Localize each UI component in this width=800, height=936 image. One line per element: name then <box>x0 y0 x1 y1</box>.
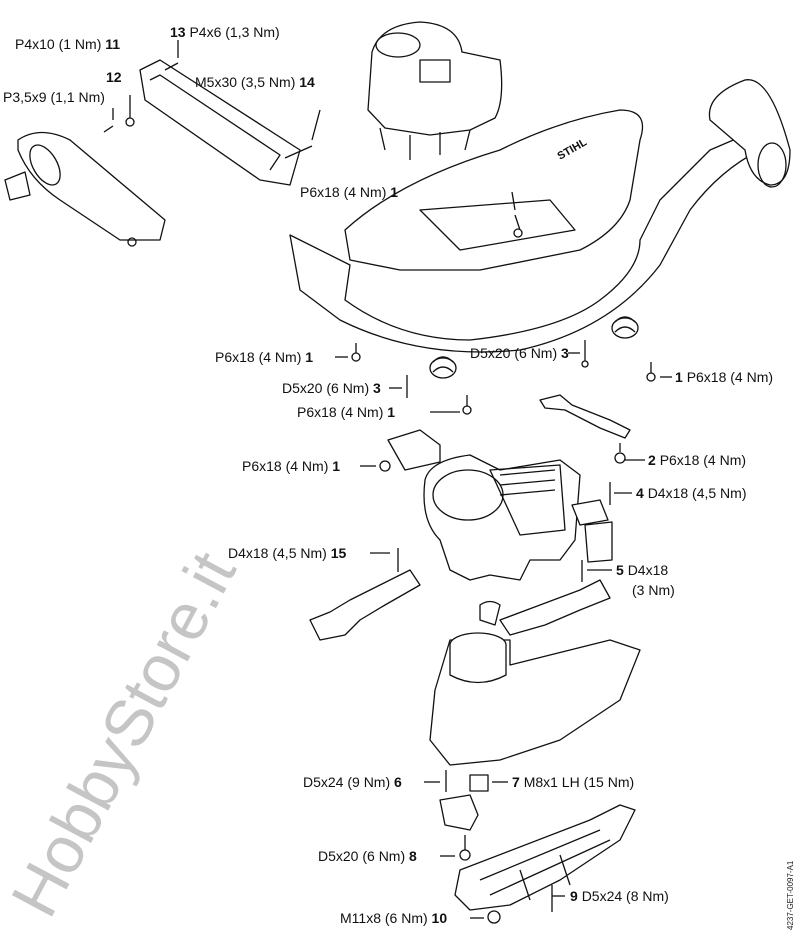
callout-12-spec: P3,5x9 (1,1 Nm) <box>3 89 105 105</box>
callout-3a: D5x20 (6 Nm) 3 <box>470 345 569 361</box>
callout-8: D5x20 (6 Nm) 8 <box>318 848 417 864</box>
callout-6: D5x24 (9 Nm) 6 <box>303 774 402 790</box>
intake-manifolds <box>309 569 611 641</box>
gear-cover <box>454 804 636 911</box>
callout-4: 4 D4x18 (4,5 Nm) <box>636 485 747 501</box>
handle-frame: STIHL <box>289 79 791 353</box>
callout-9: 9 D5x24 (8 Nm) <box>570 888 669 904</box>
callout-1e: P6x18 (4 Nm) 1 <box>242 458 341 474</box>
screws <box>103 40 523 238</box>
callout-15: D4x18 (4,5 Nm) 15 <box>228 545 347 561</box>
callout-14: M5x30 (3,5 Nm) 14 <box>195 74 315 90</box>
callout-5: 5 D4x18 <box>616 562 669 578</box>
rear-handle <box>4 59 301 247</box>
callout-5-torque: (3 Nm) <box>632 582 675 598</box>
callout-1b: P6x18 (4 Nm) 1 <box>215 349 314 365</box>
leader-lines <box>335 340 672 924</box>
callout-3b: D5x20 (6 Nm) 3 <box>282 380 381 396</box>
callout-11: P4x10 (1 Nm) 11 <box>15 36 121 52</box>
callout-12: 12 <box>106 69 122 85</box>
callout-7: 7 M8x1 LH (15 Nm) <box>512 774 635 790</box>
engine-crankcase <box>423 454 613 581</box>
callout-13: 13 P4x6 (1,3 Nm) <box>170 24 280 40</box>
callout-1c: 1 P6x18 (4 Nm) <box>675 369 774 385</box>
callout-2: 2 P6x18 (4 Nm) <box>648 452 747 468</box>
springs-brackets <box>387 316 639 471</box>
callout-1a: P6x18 (4 Nm) 1 <box>300 184 399 200</box>
gear-housing <box>429 632 641 831</box>
callout-10: M11x8 (6 Nm) 10 <box>340 910 448 926</box>
fuel-tank <box>367 21 503 160</box>
callout-1d: P6x18 (4 Nm) 1 <box>297 404 396 420</box>
document-id: 4237-GET-0097-A1 <box>786 860 795 930</box>
